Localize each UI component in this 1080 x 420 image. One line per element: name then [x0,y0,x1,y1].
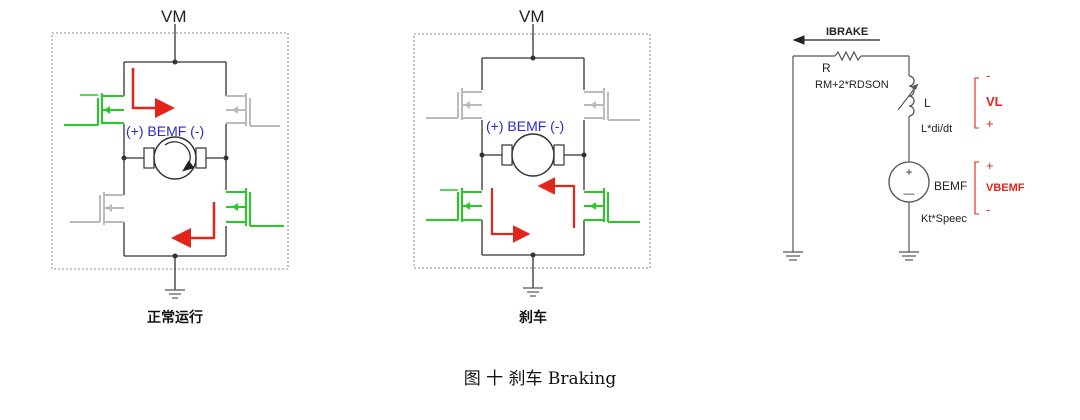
vbemf-label: VBEMF [986,182,1025,194]
vbemf-bracket-icon [974,161,979,215]
ground-right-icon [899,251,919,261]
current-arrow-top-icon [131,68,175,118]
caption-brake: 刹车 [519,309,547,326]
dashed-frame [51,32,289,270]
vl-bracket-icon [974,77,979,129]
vm-label: VM [161,7,187,26]
source-formula: Kt*Speec [921,213,967,225]
mosfet-low-right-icon [226,188,284,227]
motor-icon [501,133,565,177]
mosfet-low-left-icon [70,192,124,225]
motor-icon [143,136,207,180]
mosfet-low-left-icon [426,188,482,222]
ground-left-icon [783,251,803,261]
mosfet-high-right-icon [226,93,280,127]
bemf-label: (+) BEMF (-) [126,123,204,139]
vm-label: VM [519,7,545,26]
r-label: R [822,61,831,75]
bemf-label: (+) BEMF (-) [486,118,564,134]
h-bridge-brake: VM (+) BEMF (-) [413,7,651,326]
equivalent-circuit: IBRAKE R RM+2*RDSON L L*di/dt + — BEMF K… [783,26,1025,261]
mosfet-high-left-icon [64,93,124,126]
mosfet-high-left-icon [426,88,482,120]
source-label: BEMF [934,179,967,193]
vbemf-plus: + [986,158,994,173]
source-minus: — [904,188,915,200]
vl-plus: + [986,116,994,131]
r-formula: RM+2*RDSON [815,79,889,91]
mosfet-low-right-icon [584,188,640,223]
resistor-icon [834,50,862,62]
figure-caption: 图 十 刹车 Braking [464,369,617,389]
inductor-icon [908,75,915,117]
current-label: IBRAKE [826,26,868,38]
brake-current-right-icon [537,177,576,228]
brake-current-left-icon [490,188,531,243]
mosfet-high-right-icon [584,88,640,121]
source-plus: + [905,165,912,179]
vl-label: VL [986,94,1003,109]
l-label: L [924,96,931,110]
rotation-arrow-icon [164,141,195,172]
vl-minus: - [986,68,990,83]
vbemf-minus: - [986,202,990,217]
ground-icon [165,289,185,299]
caption-normal: 正常运行 [147,309,203,326]
current-arrow-bottom-icon [171,202,216,248]
l-formula: L*di/dt [921,123,952,135]
h-bridge-normal: VM (+) BEMF (-) [51,7,289,326]
dashed-frame [413,33,651,269]
ground-icon [523,287,543,297]
